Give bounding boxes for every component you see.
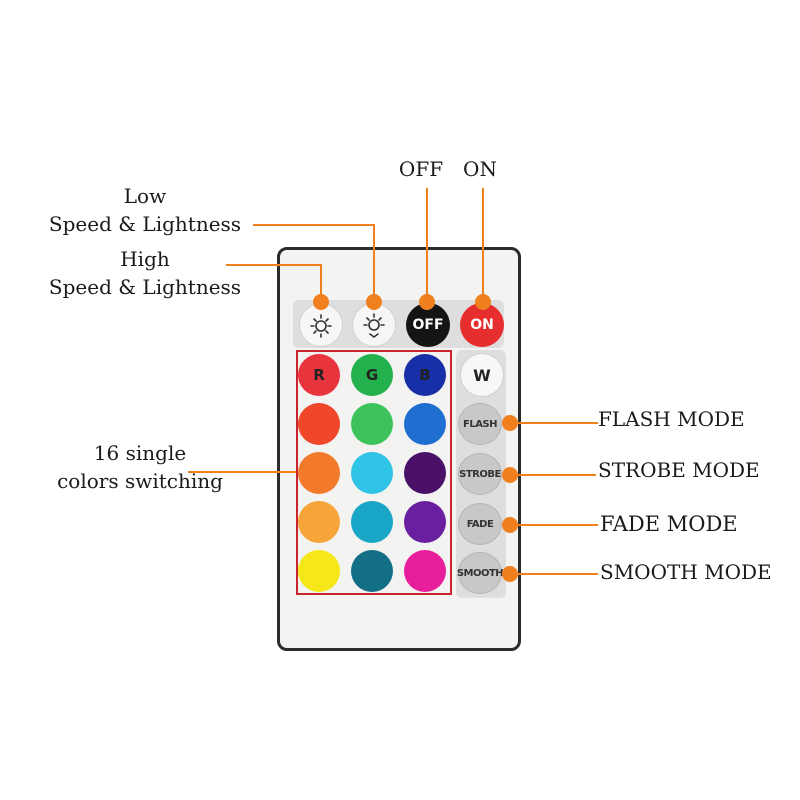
label-colors-line2: colors switching bbox=[57, 469, 223, 493]
callout-line-low-h bbox=[253, 224, 375, 226]
label-high-speed: High Speed & Lightness bbox=[40, 247, 250, 300]
callout-dot-smooth bbox=[502, 566, 518, 582]
label-colors-line1: 16 single bbox=[93, 441, 187, 465]
color-grid-outline bbox=[296, 350, 452, 595]
label-low-line1: Low bbox=[123, 184, 167, 208]
callout-dot-high bbox=[313, 294, 329, 310]
callout-dot-low bbox=[366, 294, 382, 310]
color-button[interactable] bbox=[404, 550, 446, 592]
label-flash-mode: FLASH MODE bbox=[598, 407, 745, 431]
color-button[interactable] bbox=[351, 403, 393, 445]
sun-up-icon bbox=[310, 314, 332, 338]
color-button[interactable]: R bbox=[298, 354, 340, 396]
callout-line-off bbox=[426, 188, 428, 300]
callout-line-colors bbox=[188, 471, 298, 473]
fade-button[interactable]: FADE bbox=[458, 503, 502, 545]
callout-line-flash bbox=[510, 422, 598, 424]
callout-dot-fade bbox=[502, 517, 518, 533]
callout-dot-on bbox=[475, 294, 491, 310]
color-button[interactable] bbox=[298, 452, 340, 494]
callout-line-low-v bbox=[373, 224, 375, 302]
smooth-button[interactable]: SMOOTH bbox=[457, 552, 504, 594]
label-fade-mode: FADE MODE bbox=[600, 512, 738, 536]
label-on: ON bbox=[463, 157, 497, 181]
callout-dot-strobe bbox=[502, 467, 518, 483]
color-button[interactable] bbox=[404, 403, 446, 445]
label-smooth-mode: SMOOTH MODE bbox=[600, 560, 772, 584]
callout-line-smooth bbox=[510, 573, 598, 575]
strobe-button[interactable]: STROBE bbox=[458, 453, 502, 495]
callout-line-high-v bbox=[320, 264, 322, 302]
sun-down-icon bbox=[363, 313, 385, 338]
on-button[interactable]: ON bbox=[460, 303, 504, 347]
color-button[interactable]: G bbox=[351, 354, 393, 396]
color-button[interactable] bbox=[298, 501, 340, 543]
label-16-colors: 16 single colors switching bbox=[40, 441, 240, 494]
callout-line-fade bbox=[510, 524, 598, 526]
color-button[interactable] bbox=[404, 501, 446, 543]
callout-dot-off bbox=[419, 294, 435, 310]
callout-line-on bbox=[482, 188, 484, 300]
color-button[interactable] bbox=[351, 452, 393, 494]
label-low-line2: Speed & Lightness bbox=[48, 212, 242, 236]
off-button[interactable]: OFF bbox=[406, 303, 450, 347]
label-low-speed: Low Speed & Lightness bbox=[40, 184, 250, 237]
label-off: OFF bbox=[398, 157, 444, 181]
flash-button[interactable]: FLASH bbox=[458, 403, 502, 445]
color-button[interactable] bbox=[404, 452, 446, 494]
color-button[interactable] bbox=[298, 550, 340, 592]
callout-line-strobe bbox=[510, 474, 596, 476]
color-button[interactable]: B bbox=[404, 354, 446, 396]
color-button[interactable] bbox=[298, 403, 340, 445]
label-high-line1: High bbox=[120, 247, 170, 271]
color-button[interactable] bbox=[351, 501, 393, 543]
callout-dot-flash bbox=[502, 415, 518, 431]
color-button[interactable] bbox=[351, 550, 393, 592]
label-high-line2: Speed & Lightness bbox=[48, 275, 242, 299]
white-button[interactable]: W bbox=[460, 353, 504, 397]
label-strobe-mode: STROBE MODE bbox=[598, 458, 760, 482]
callout-line-high-h bbox=[226, 264, 322, 266]
